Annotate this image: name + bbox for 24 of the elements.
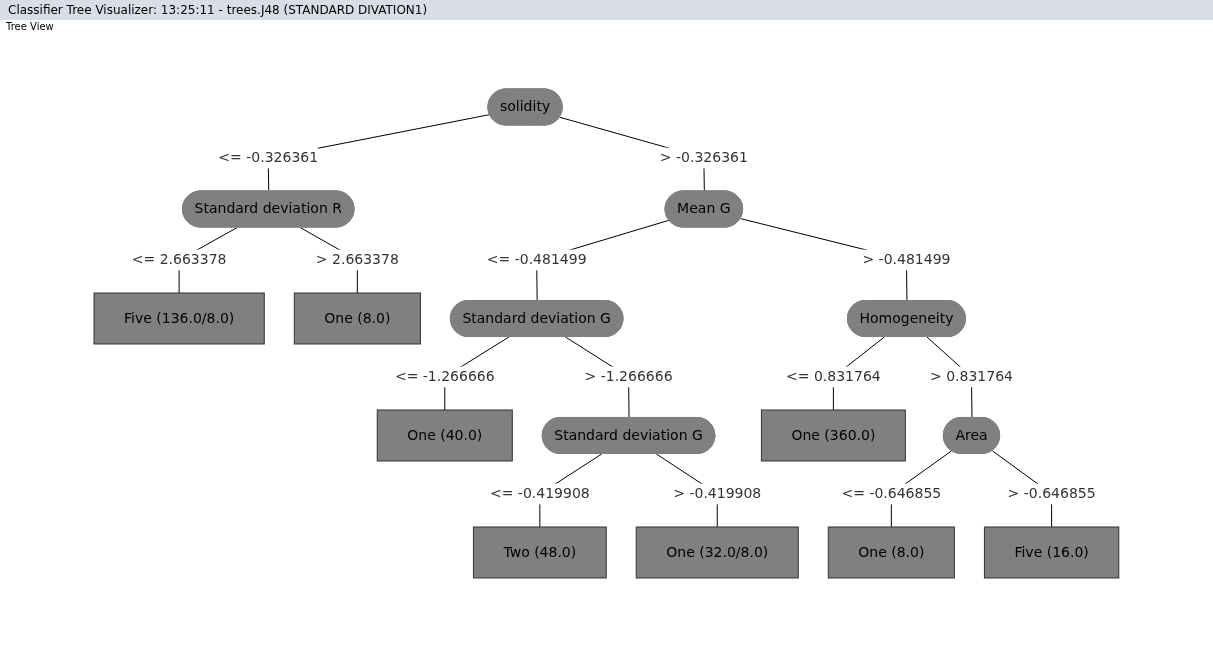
window-title: Classifier Tree Visualizer: 13:25:11 - trees.J48 (STANDARD DIVATION1) <box>0 0 1213 20</box>
edge-label: > -0.481499 <box>862 250 951 267</box>
edge-label: <= -0.419908 <box>490 484 590 501</box>
node-box: Two (48.0) <box>473 526 607 578</box>
edge-label: <= 0.831764 <box>786 367 881 384</box>
node-box: One (40.0) <box>376 409 513 461</box>
edge-label: <= 2.663378 <box>131 250 227 267</box>
node-box: Five (16.0) <box>984 526 1120 578</box>
edge-label: > -0.326361 <box>659 149 748 165</box>
edge-label: <= -1.266666 <box>394 367 495 384</box>
edge-label: > -0.419908 <box>673 484 762 501</box>
node-box: One (8.0) <box>827 526 956 578</box>
edge-label: > -0.646855 <box>1007 484 1096 501</box>
edge-label: <= -0.646855 <box>841 484 942 501</box>
edge-label: > 0.831764 <box>930 367 1014 384</box>
edge-label: > 2.663378 <box>315 250 399 267</box>
node-box: Five (136.0/8.0) <box>93 292 265 344</box>
view-label: Tree View <box>5 20 55 33</box>
node-box: One (32.0/8.0) <box>635 526 799 578</box>
edge-label: <= -0.326361 <box>218 149 319 165</box>
node-box: One (8.0) <box>293 292 421 344</box>
edge-label: > -1.266666 <box>584 367 673 384</box>
node-box: One (360.0) <box>761 409 906 461</box>
edge-label: <= -0.481499 <box>486 250 587 267</box>
